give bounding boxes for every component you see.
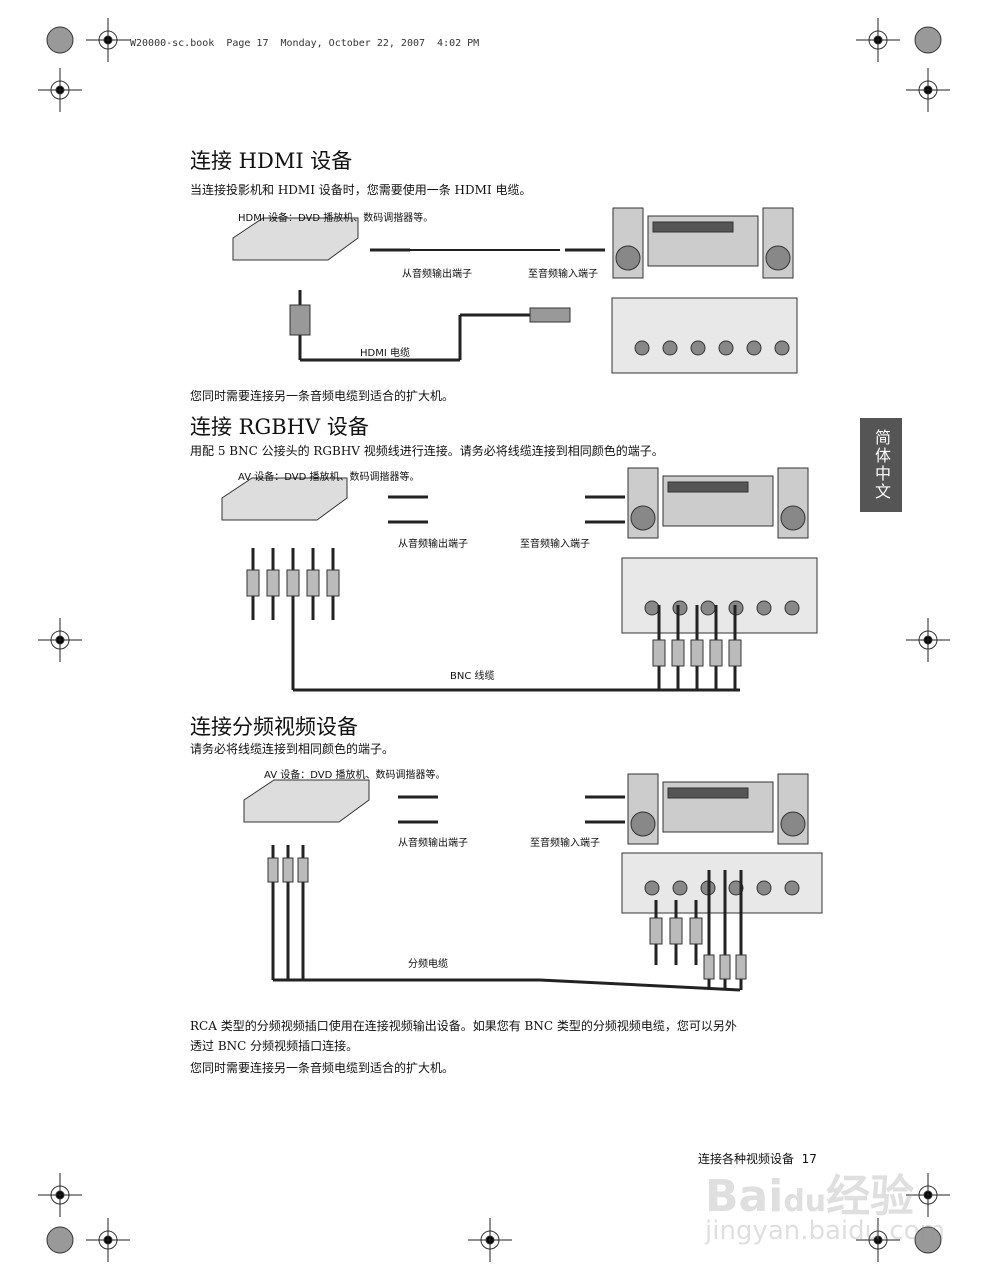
bnc-connector-icon: [689, 917, 703, 945]
port-icon: [672, 600, 688, 616]
rgbhv-cable-label: BNC 线缆: [450, 671, 495, 682]
component-note-1: RCA 类型的分频视频插口使用在连接视频输出设备。如果您有 BNC 类型的分频视…: [190, 1019, 737, 1033]
bnc-connector-icon: [306, 569, 320, 597]
rgbhv-device-label: AV 设备：DVD 播放机、数码调揩器等。: [238, 472, 420, 483]
cable-line: [539, 978, 741, 992]
rgbhv-intro: 用配 5 BNC 公接头的 RGBHV 视频线进行连接。请务必将线缆连接到相同颜…: [190, 444, 664, 458]
component-audio-out-label: 从音频输出端子: [398, 838, 468, 849]
port-icon: [774, 340, 790, 356]
hdmi-plug-icon: [529, 307, 571, 323]
rca-connector-icon: [297, 857, 309, 883]
page-number: 17: [801, 1152, 817, 1166]
hdmi-audio-in-label: 至音频输入端子: [528, 269, 598, 280]
bnc-connector-icon: [669, 917, 683, 945]
hdmi-device-label: HDMI 设备：DVD 播放机、数码调揩器等。: [238, 213, 434, 224]
section-title-hdmi: 连接 HDMI 设备: [190, 149, 353, 173]
hdmi-note: 您同时需要连接另一条音频电缆到适合的扩大机。: [190, 389, 455, 403]
hdmi-audio-out-label: 从音频输出端子: [402, 269, 472, 280]
component-note-2: 透过 BNC 分频视频插口连接。: [190, 1039, 359, 1053]
color-bar-wheel-icon: [46, 26, 74, 54]
rca-connector-icon: [703, 954, 715, 980]
amplifier-display: [652, 221, 734, 233]
bnc-connector-icon: [266, 569, 280, 597]
projector-panel-icon: [611, 297, 798, 374]
speaker-icon: [765, 245, 791, 271]
bnc-connector-icon: [652, 639, 666, 667]
amplifier-display: [667, 787, 749, 799]
color-bar-wheel-icon: [46, 1226, 74, 1254]
rgbhv-audio-in-label: 至音频输入端子: [520, 539, 590, 550]
page-footer: 连接各种视频设备 17: [698, 1150, 817, 1167]
port-icon: [756, 600, 772, 616]
port-icon: [718, 340, 734, 356]
port-icon: [672, 880, 688, 896]
component-intro: 请务必将线缆连接到相同颜色的端子。: [190, 742, 395, 756]
port-icon: [644, 880, 660, 896]
port-icon: [634, 340, 650, 356]
port-icon: [700, 600, 716, 616]
bnc-connector-icon: [709, 639, 723, 667]
component-cable-label: 分频电缆: [408, 959, 448, 970]
speaker-icon: [780, 505, 806, 531]
bnc-connector-icon: [286, 569, 300, 597]
print-header: W20000-sc.book Page 17 Monday, October 2…: [130, 38, 480, 49]
component-audio-in-label: 至音频输入端子: [530, 838, 600, 849]
speaker-icon: [615, 245, 641, 271]
speaker-icon: [630, 505, 656, 531]
bnc-connector-icon: [649, 917, 663, 945]
rca-connector-icon: [719, 954, 731, 980]
color-bar-wheel-icon: [914, 1226, 942, 1254]
port-icon: [784, 600, 800, 616]
section-title-rgbhv: 连接 RGBHV 设备: [190, 415, 369, 439]
speaker-icon: [780, 811, 806, 837]
footer-section: 连接各种视频设备: [698, 1152, 795, 1166]
amplifier-display: [667, 481, 749, 493]
section-title-component: 连接分频视频设备: [190, 715, 358, 739]
hdmi-plug-icon: [289, 304, 311, 336]
port-icon: [784, 880, 800, 896]
bnc-connector-icon: [671, 639, 685, 667]
component-note-3: 您同时需要连接另一条音频电缆到适合的扩大机。: [190, 1061, 455, 1075]
rca-connector-icon: [267, 857, 279, 883]
bnc-connector-icon: [326, 569, 340, 597]
rca-connector-icon: [735, 954, 747, 980]
dvd-player-icon: [232, 217, 359, 261]
bnc-connector-icon: [728, 639, 742, 667]
hdmi-cable-label: HDMI 电缆: [360, 348, 410, 359]
watermark-logo: Baidu经验: [705, 1171, 915, 1222]
color-bar-wheel-icon: [914, 26, 942, 54]
port-icon: [756, 880, 772, 896]
rgbhv-audio-out-label: 从音频输出端子: [398, 539, 468, 550]
port-icon: [644, 600, 660, 616]
port-icon: [662, 340, 678, 356]
projector-panel-icon: [621, 557, 818, 634]
port-icon: [690, 340, 706, 356]
dvd-player-icon: [221, 477, 348, 521]
rca-connector-icon: [282, 857, 294, 883]
speaker-icon: [630, 811, 656, 837]
port-icon: [746, 340, 762, 356]
language-tab: 简体中文: [860, 418, 902, 512]
watermark-url: jingyan.baidu.com: [705, 1216, 945, 1246]
bnc-connector-icon: [246, 569, 260, 597]
component-device-label: AV 设备：DVD 播放机、数码调揩器等。: [264, 770, 446, 781]
bnc-connector-icon: [690, 639, 704, 667]
hdmi-intro: 当连接投影机和 HDMI 设备时，您需要使用一条 HDMI 电缆。: [190, 183, 532, 197]
dvd-player-icon: [243, 779, 370, 823]
